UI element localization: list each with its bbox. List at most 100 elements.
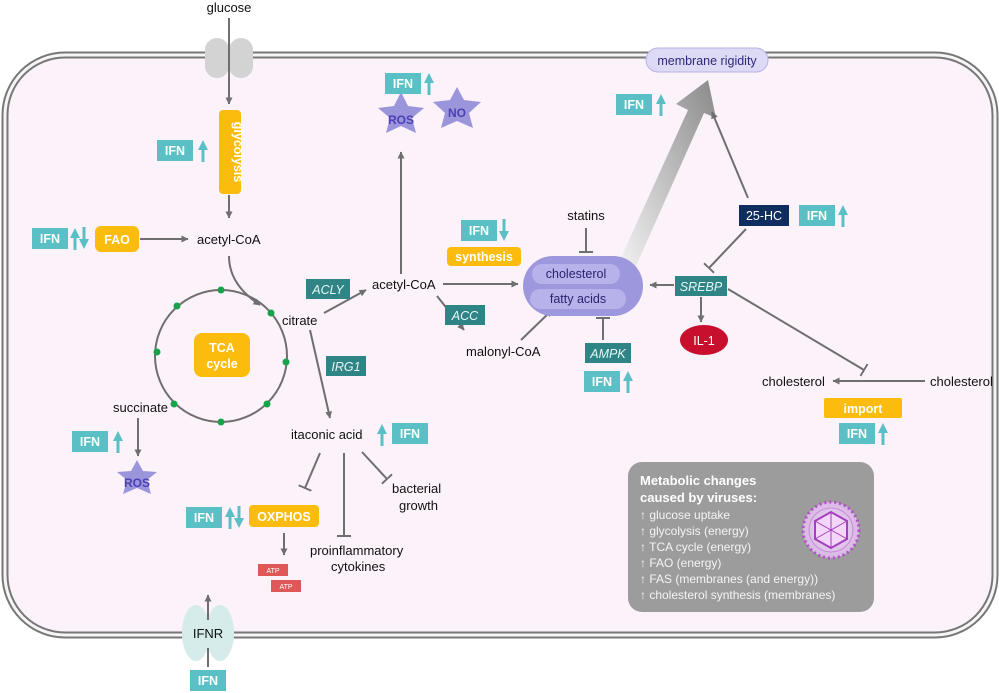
glycolysis-box [219,110,241,194]
cholesterol-out-label: cholesterol [930,374,993,389]
synthesis-label: synthesis [455,250,513,264]
itaconic-label: itaconic acid [291,427,363,442]
ifnr-receptor [182,605,234,661]
glycolysis-label: glycolysis [231,122,245,182]
oxphos-box [249,505,319,527]
ifn-label-ampk: IFN [592,375,612,389]
ifn-label-oxphos: IFN [194,511,214,525]
proinflammatory-label-line1: proinflammatory [310,543,404,558]
ros-star-left [117,460,157,494]
legend-title-line2: caused by viruses: [640,490,757,505]
irg1-box [326,356,366,376]
atp-box-1 [258,564,288,576]
il1-label: IL-1 [693,334,715,348]
ifn-box-itaconic [392,423,428,444]
cholesterol-inhibit-srebp-line [727,288,869,377]
ifn-label-import: IFN [847,427,867,441]
ifn-label-hc25: IFN [807,209,827,223]
ampk-box [585,343,631,363]
atp-box-2 [271,580,301,592]
fao-label: FAO [104,233,130,247]
citrate-label: citrate [282,313,317,328]
cholesterol-pill [532,264,620,284]
membrane-rigidity-box [645,47,769,73]
ifn-box-oxphos [186,507,222,528]
cell-membrane-inner [3,53,997,637]
irg1-label: IRG1 [331,360,360,374]
tca-label-line1: TCA [209,341,235,355]
ifn-box-import [839,423,875,444]
malonyl-coa-label: malonyl-CoA [466,344,541,359]
ifn-label-ros: IFN [393,77,413,91]
ifn-label-synthesis: IFN [469,224,489,238]
statins-label: statins [567,208,605,223]
bacterial-label-line1: bacterial [392,481,441,496]
bacterial-label-line2: growth [399,498,438,513]
il1-ellipse [680,325,728,355]
ifn-box-hc25 [799,205,835,226]
hc25-to-rigidity-arrow [711,111,749,199]
atp-label-1: ATP [266,568,279,575]
tca-label-line2: cycle [206,357,237,371]
succinate-label: succinate [113,400,168,415]
acly-label: ACLY [311,283,345,297]
glucose-transporter [205,38,253,78]
proinflammatory-label-line2: cytokines [331,559,386,574]
acetyl-coa-mid-label: acetyl-CoA [372,277,436,292]
legend-item: ↑ FAS (membranes (and energy)) [640,572,818,586]
cholesterol-in-label: cholesterol [762,374,825,389]
legend-box [628,462,874,612]
ifn-label-succinate: IFN [80,435,100,449]
legend-item: ↑ glycolysis (energy) [640,524,749,538]
legend-item: ↑ glucose uptake [640,508,730,522]
citrate-to-acetyl-coa-arrow [323,289,367,314]
glucose-label: glucose [207,0,252,15]
tca-intermediates [153,286,290,426]
oxphos-label: OXPHOS [257,510,311,524]
ifn-box-rigidity [616,94,652,115]
itaconic-inhibit-oxphos-line [298,452,321,492]
ifn-label-fao: IFN [40,232,60,246]
no-star [433,87,481,128]
membrane-rigidity-label: membrane rigidity [657,54,757,68]
citrate-to-itaconic-arrow [309,329,332,419]
legend-title-line1: Metabolic changes [640,473,756,488]
srebp-label: SREBP [680,280,723,294]
ifn-box-ros [385,73,421,94]
tca-box [194,333,250,377]
ifn-box-succinate [72,431,108,452]
ampk-label: AMPK [589,347,626,361]
import-box [824,398,902,418]
ifn-box-ampk [584,371,620,392]
legend-item: ↑ TCA cycle (energy) [640,540,751,554]
fatty-acids-label: fatty acids [550,292,606,306]
virus-icon [801,500,861,560]
fao-box [95,226,139,252]
ros-star-top [378,92,424,133]
ifn-label-itaconic: IFN [400,427,420,441]
ifn-label-glycolysis: IFN [165,144,185,158]
ifnr-label: IFNR [193,626,223,641]
ros-label-top: ROS [388,113,414,127]
srebp-box [675,276,727,296]
acetyl-coa-left-label: acetyl-CoA [197,232,261,247]
cholesterol-lipid-label: cholesterol [546,267,606,281]
hc25-box [739,205,789,226]
itaconic-inhibit-bacteria-line [361,451,393,485]
atp-label-2: ATP [279,584,292,591]
fatty-acids-pill [530,289,626,309]
acetyl-coa-to-tca-arrow [228,255,261,306]
membrane-rigidity-arrow [620,80,716,266]
ros-label-left: ROS [124,476,150,490]
ifn-label-rigidity: IFN [624,98,644,112]
legend-item: ↑ FAO (energy) [640,556,721,570]
ifn-box-receptor [190,670,226,691]
acc-box [445,305,485,325]
import-label: import [844,402,884,416]
acly-box [306,279,350,299]
synthesis-box [447,247,521,266]
legend-item: ↑ cholesterol synthesis (membranes) [640,588,835,602]
ifn-box-fao [32,228,68,249]
